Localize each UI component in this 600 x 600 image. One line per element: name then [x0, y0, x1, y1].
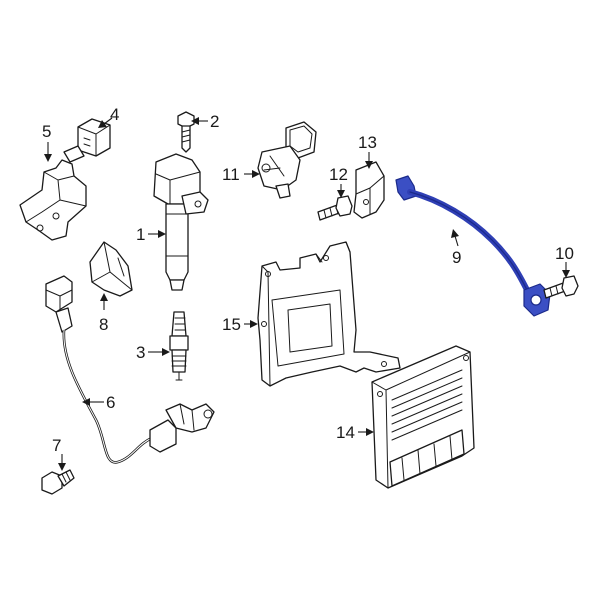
callout-labels: 1 2 3 4 5 6 7 8 9 10 11 12 13 14 15 — [42, 105, 574, 455]
callout-14: 14 — [336, 423, 355, 442]
callout-1: 1 — [136, 225, 145, 244]
callout-6: 6 — [106, 393, 115, 412]
callout-9: 9 — [452, 248, 461, 267]
part-13-bracket — [353, 161, 385, 219]
part-1-ignition-coil — [153, 153, 209, 291]
part-3-spark-plug — [169, 311, 189, 381]
part-5-bracket — [19, 145, 87, 241]
callout-11: 11 — [222, 165, 240, 184]
callout-2: 2 — [210, 112, 219, 131]
callout-3: 3 — [136, 343, 145, 362]
part-7-bolt — [41, 469, 75, 495]
part-6-sensor-cable — [45, 275, 215, 464]
part-11-cam-sensor — [257, 121, 317, 199]
part-9-wiring-harness — [395, 175, 551, 317]
leader-lines — [44, 117, 570, 471]
callout-7: 7 — [52, 436, 61, 455]
part-10-bolt — [543, 275, 579, 299]
callout-4: 4 — [110, 105, 119, 124]
callout-12: 12 — [329, 165, 348, 184]
callout-8: 8 — [99, 315, 108, 334]
callout-13: 13 — [358, 133, 377, 152]
callout-5: 5 — [42, 122, 51, 141]
harness-cable — [407, 189, 531, 295]
harness-connector — [395, 175, 417, 201]
part-8-shield — [89, 241, 133, 297]
part-12-bolt — [317, 195, 353, 221]
callout-10: 10 — [555, 244, 574, 263]
callout-15: 15 — [222, 315, 241, 334]
part-14-ecu-module — [371, 345, 475, 489]
part-2-bolt — [177, 111, 195, 153]
part-15-ecu-bracket — [257, 241, 401, 387]
